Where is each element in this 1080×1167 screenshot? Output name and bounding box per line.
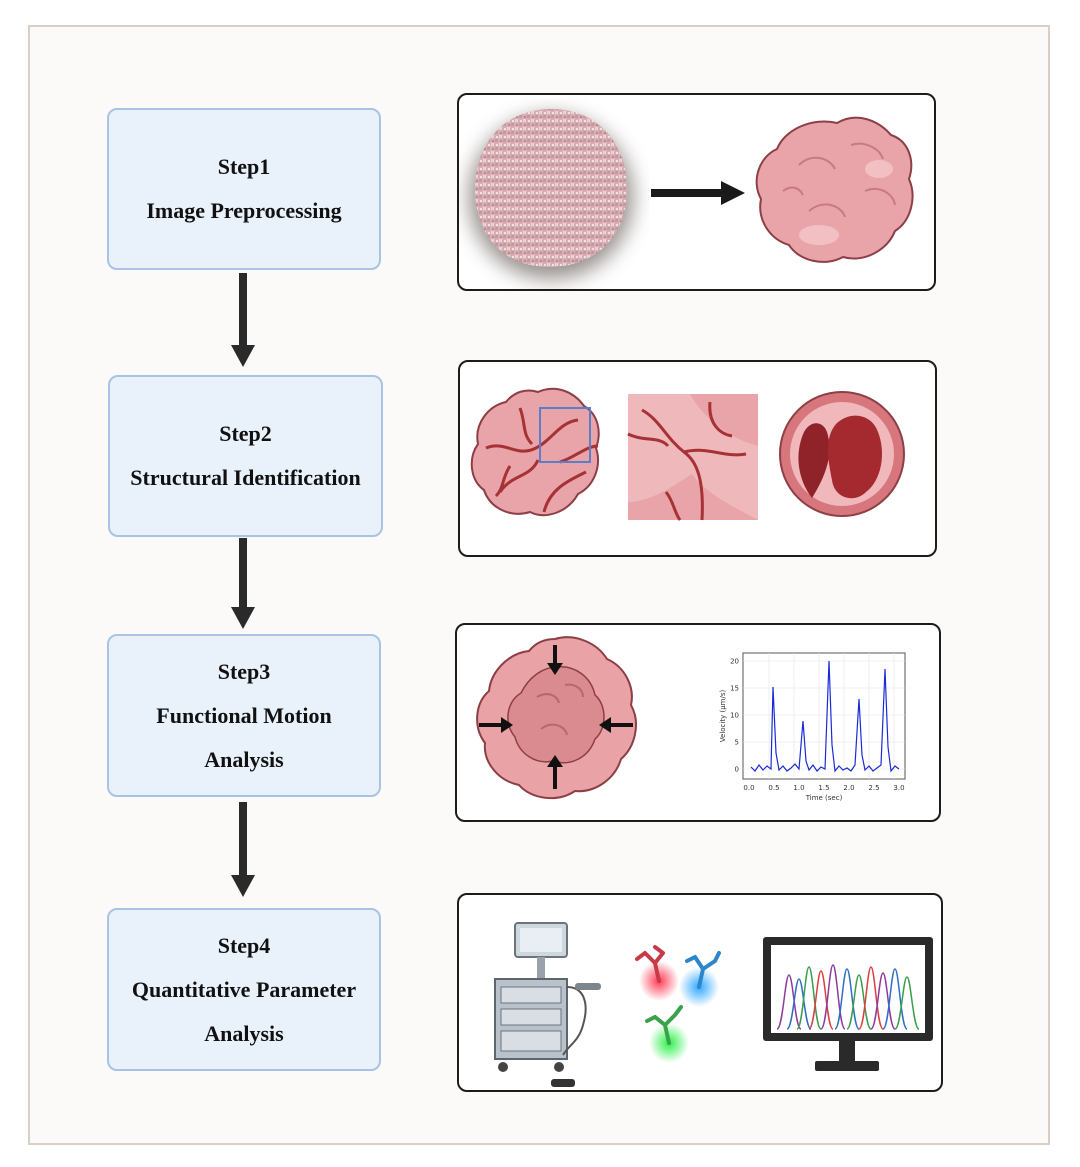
velocity-plot-xtick: 0.0 bbox=[743, 784, 754, 792]
velocity-plot-ylabel: Velocity (μm/s) bbox=[719, 690, 727, 743]
step3-label-line1: Functional Motion bbox=[156, 702, 332, 728]
velocity-plot-xtick: 1.5 bbox=[818, 784, 829, 792]
velocity-plot-ytick: 10 bbox=[730, 712, 739, 720]
step4-label-line1: Quantitative Parameter bbox=[131, 976, 357, 1002]
panel-image-preprocessing bbox=[457, 93, 936, 291]
antibody-icons bbox=[635, 945, 721, 1063]
velocity-plot-x-ticks: 0.0 0.5 1.0 1.5 2.0 2.5 3.0 bbox=[743, 784, 904, 792]
velocity-plot-xtick: 1.0 bbox=[793, 784, 804, 792]
vessel-zoom-view bbox=[627, 394, 758, 521]
step2-box: Step2 Structural Identification bbox=[108, 375, 383, 537]
velocity-plot-ytick: 15 bbox=[730, 685, 739, 693]
velocity-plot-ytick: 20 bbox=[730, 658, 739, 666]
step3-box: Step3 Functional Motion Analysis bbox=[107, 634, 381, 797]
step2-title: Step2 bbox=[219, 421, 272, 446]
arrow-step1-to-step2 bbox=[231, 273, 255, 367]
step1-box: Step1 Image Preprocessing bbox=[107, 108, 381, 270]
velocity-plot-xtick: 0.5 bbox=[768, 784, 779, 792]
panel-functional-motion: 0 5 10 15 20 0.0 0.5 1.0 1.5 2.0 2.5 3.0 Velocity … bbox=[455, 623, 941, 822]
contracting-organoid bbox=[476, 636, 637, 800]
vascular-organoid bbox=[470, 387, 600, 517]
step1-label: Image Preprocessing bbox=[146, 198, 342, 223]
right-arrow-icon bbox=[651, 181, 745, 205]
monitor-icon bbox=[763, 937, 933, 1071]
velocity-plot-xlabel: Time (sec) bbox=[805, 794, 843, 802]
panel-structural-identification bbox=[458, 360, 937, 557]
velocity-plot-y-ticks: 0 5 10 15 20 bbox=[730, 658, 739, 774]
velocity-trace bbox=[750, 660, 900, 773]
velocity-plot-ytick: 0 bbox=[735, 766, 739, 774]
arrow-step2-to-step3 bbox=[231, 538, 255, 629]
step4-title: Step4 bbox=[217, 932, 271, 958]
velocity-plot-ytick: 5 bbox=[735, 739, 739, 747]
inward-arrow-icon bbox=[479, 645, 633, 789]
velocity-plot-xtick: 2.5 bbox=[868, 784, 879, 792]
arrow-step3-to-step4 bbox=[231, 802, 255, 897]
velocity-plot-xtick: 3.0 bbox=[893, 784, 904, 792]
step2-label: Structural Identification bbox=[130, 465, 361, 490]
velocity-plot-xtick: 2.0 bbox=[843, 784, 854, 792]
velocity-plot: 0 5 10 15 20 0.0 0.5 1.0 1.5 2.0 2.5 3.0 Velocity … bbox=[719, 652, 906, 802]
step3-label-line2: Analysis bbox=[204, 746, 284, 772]
noisy-organoid bbox=[469, 109, 633, 279]
panel-quantitative-analysis bbox=[457, 893, 943, 1092]
lab-instrument-cart bbox=[494, 922, 601, 1087]
step1-title: Step1 bbox=[217, 154, 271, 179]
step4-label-line2: Analysis bbox=[204, 1020, 284, 1046]
step4-box: Step4 Quantitative Parameter Analysis bbox=[107, 908, 381, 1071]
chromatogram-peaks bbox=[776, 964, 920, 1030]
vessel-cross-section bbox=[779, 391, 905, 517]
step3-title: Step3 bbox=[217, 658, 271, 684]
clean-organoid bbox=[755, 116, 914, 263]
